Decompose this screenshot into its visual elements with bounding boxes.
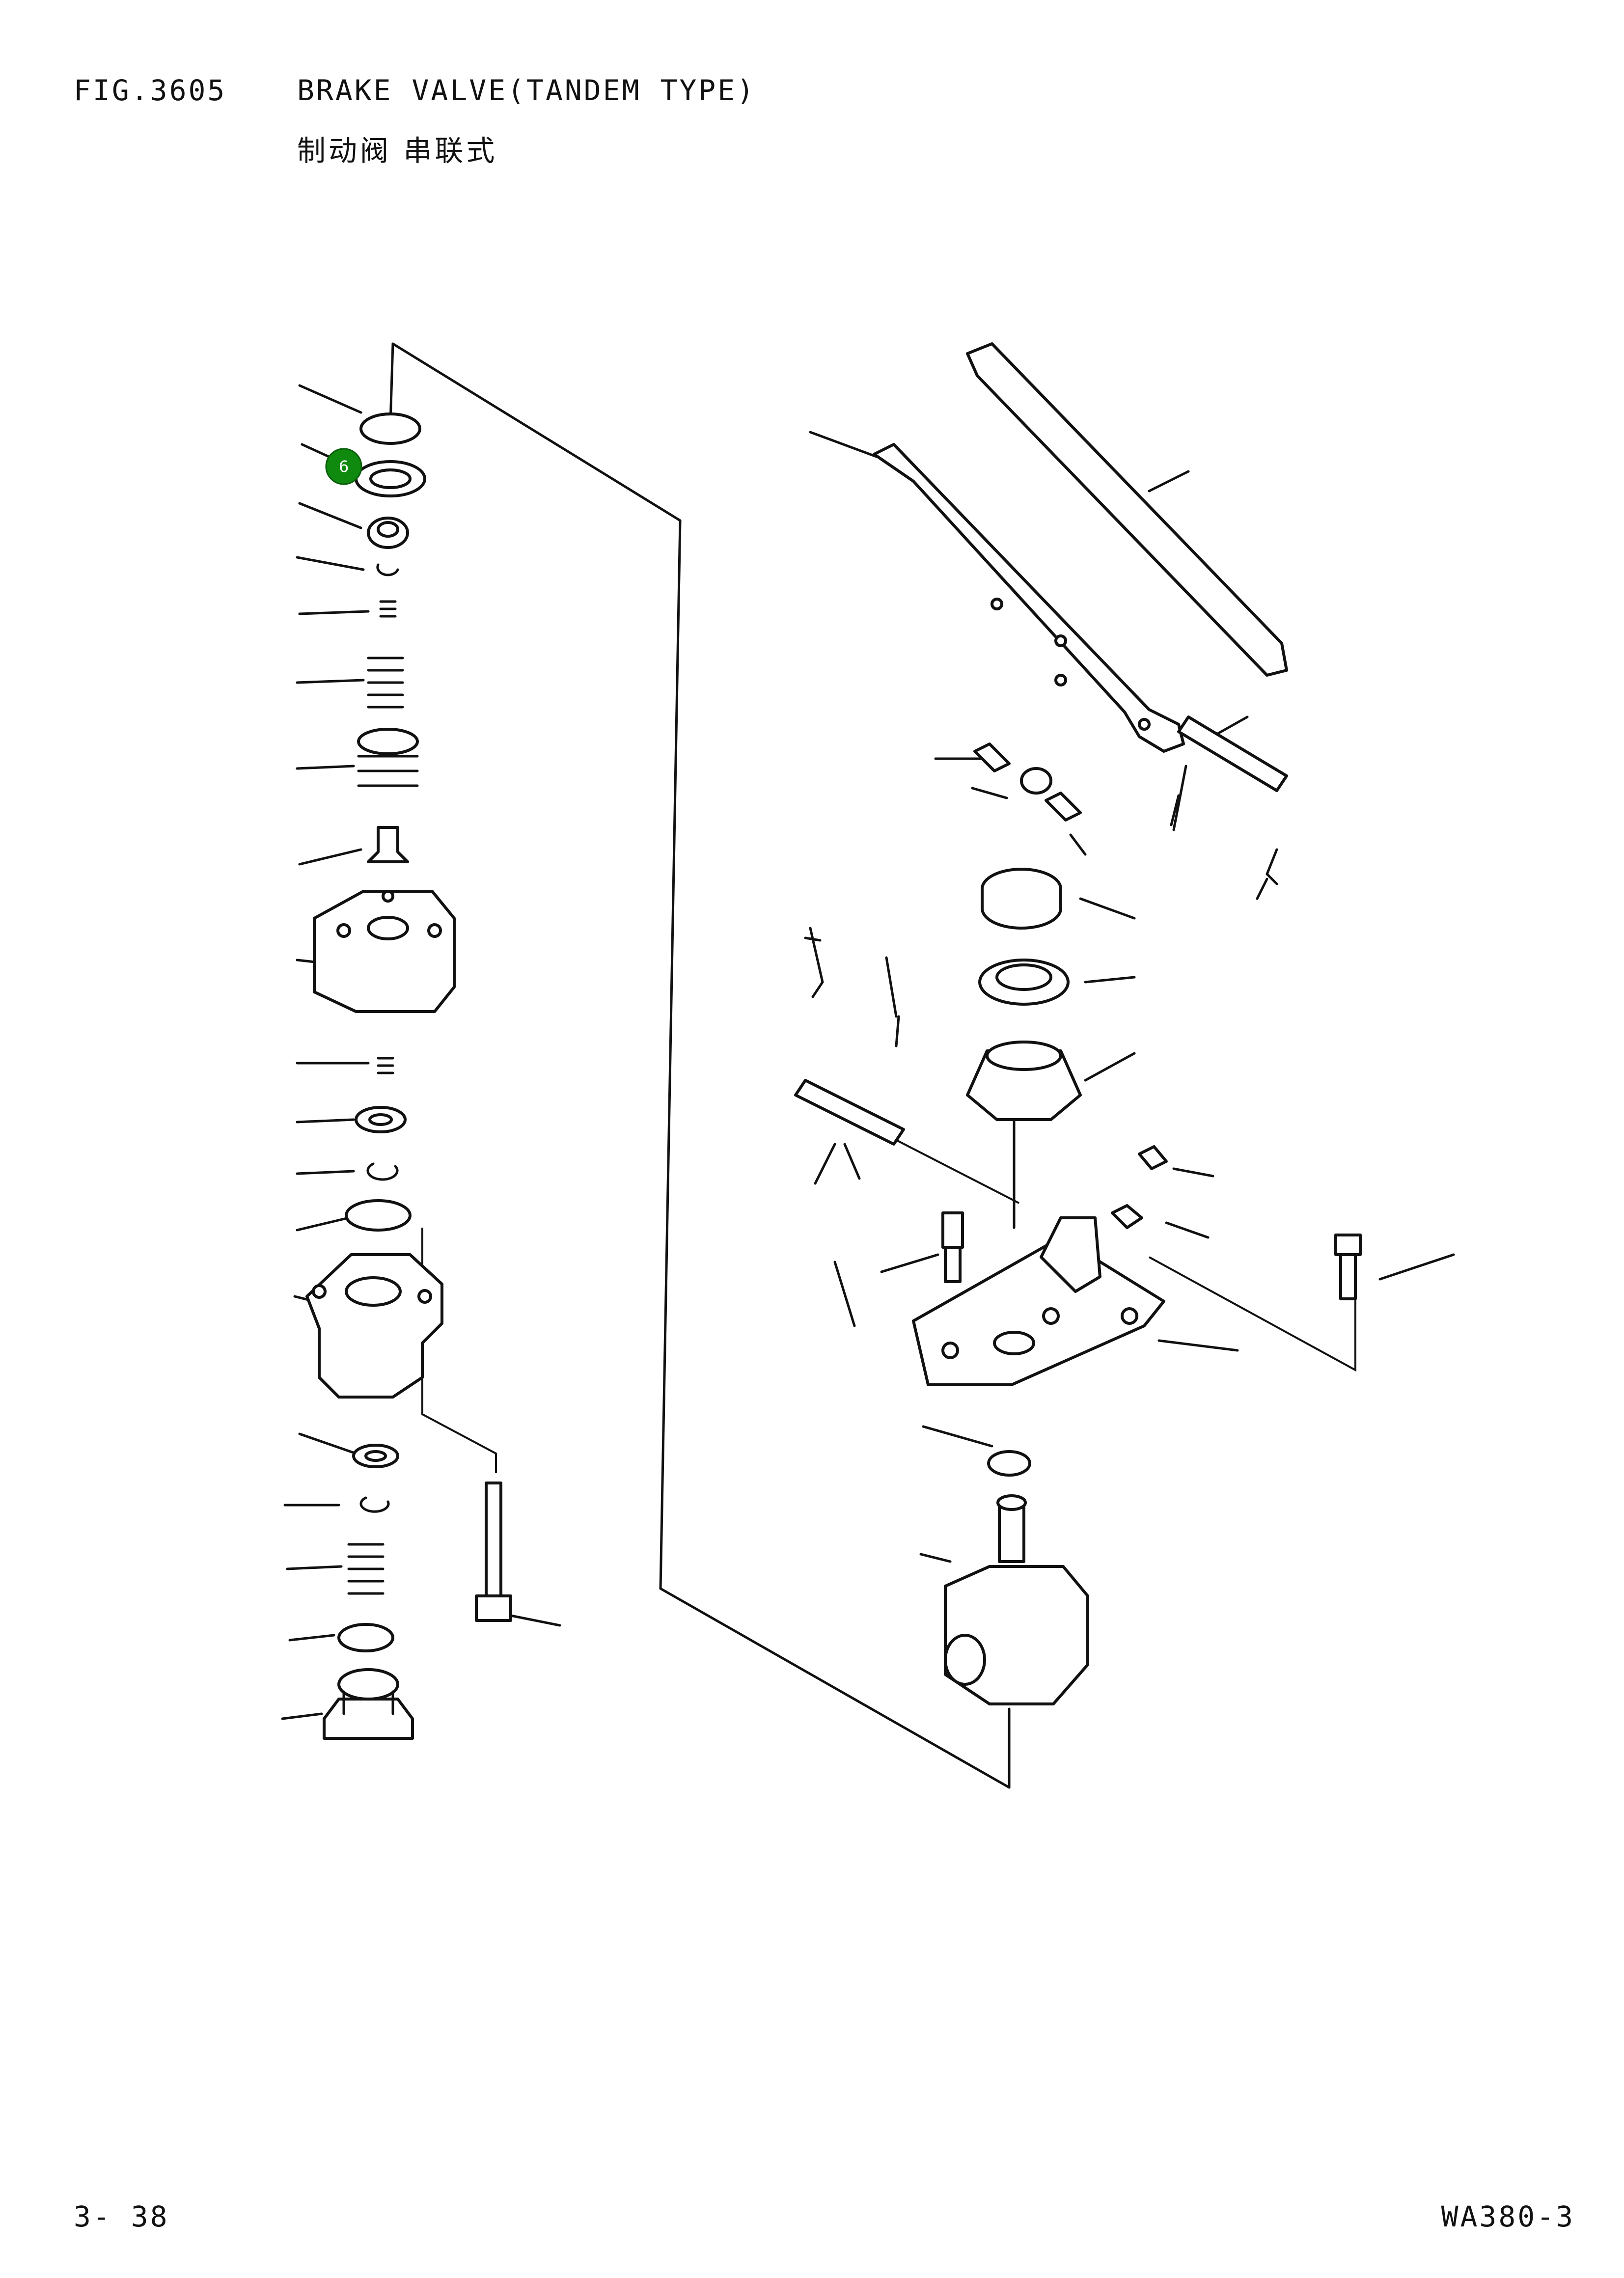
lock-washer-2: [352, 1444, 399, 1468]
cotter-pins: [804, 765, 1278, 1185]
leader-lines-right: [809, 431, 1455, 1563]
cap-screw: [941, 1211, 964, 1283]
page-number: 3- 38: [74, 2200, 169, 2233]
snap-ring: [376, 563, 399, 576]
seal: [355, 460, 426, 497]
svg-text:6: 6: [339, 457, 349, 476]
rubber-boot: [966, 1041, 1082, 1121]
bolt: [475, 1482, 512, 1622]
brake-pedal: [873, 342, 1288, 753]
o-ring-3: [337, 1623, 394, 1652]
callout-badge[interactable]: 6: [325, 448, 362, 485]
retainer: [367, 517, 409, 549]
bushings: [973, 742, 1082, 822]
o-ring-2: [345, 1199, 412, 1232]
figure-title: BRAKE VALVE(TANDEM TYPE): [297, 74, 756, 107]
snap-ring-3: [359, 1496, 390, 1513]
figure-number: FIG.3605: [74, 74, 227, 107]
pedal-pin: [1177, 715, 1288, 792]
mounting-bracket: [912, 1118, 1165, 1386]
valve-body-upper: [313, 890, 456, 1013]
leader-lines-left: [281, 384, 561, 1720]
flange-bolt: [1334, 1234, 1362, 1300]
large-spring: [357, 728, 419, 787]
o-ring: [359, 412, 421, 445]
piston: [367, 826, 409, 863]
model-number: WA380-3: [1441, 2200, 1575, 2233]
boot-seal: [978, 959, 1070, 1006]
valve-body-lower: [305, 1253, 443, 1399]
snap-ring-2: [366, 1162, 399, 1181]
right-parts: [794, 342, 1455, 1705]
spring: [367, 657, 404, 709]
nut-and-screw: [1111, 1145, 1168, 1229]
clevis-pin: [794, 1079, 905, 1146]
lock-washer: [355, 1106, 407, 1133]
left-parts-stack: [281, 384, 561, 1740]
valve-body: [944, 1494, 1089, 1705]
small-spring-2: [377, 1057, 394, 1074]
seal-ring: [987, 1450, 1031, 1477]
plug: [323, 1668, 414, 1740]
assembly-outline: [389, 342, 1356, 1789]
figure-subtitle: 制动阀 串联式: [297, 134, 498, 167]
dust-cap: [981, 868, 1062, 930]
small-spring: [379, 600, 397, 618]
spring-2: [347, 1543, 385, 1595]
